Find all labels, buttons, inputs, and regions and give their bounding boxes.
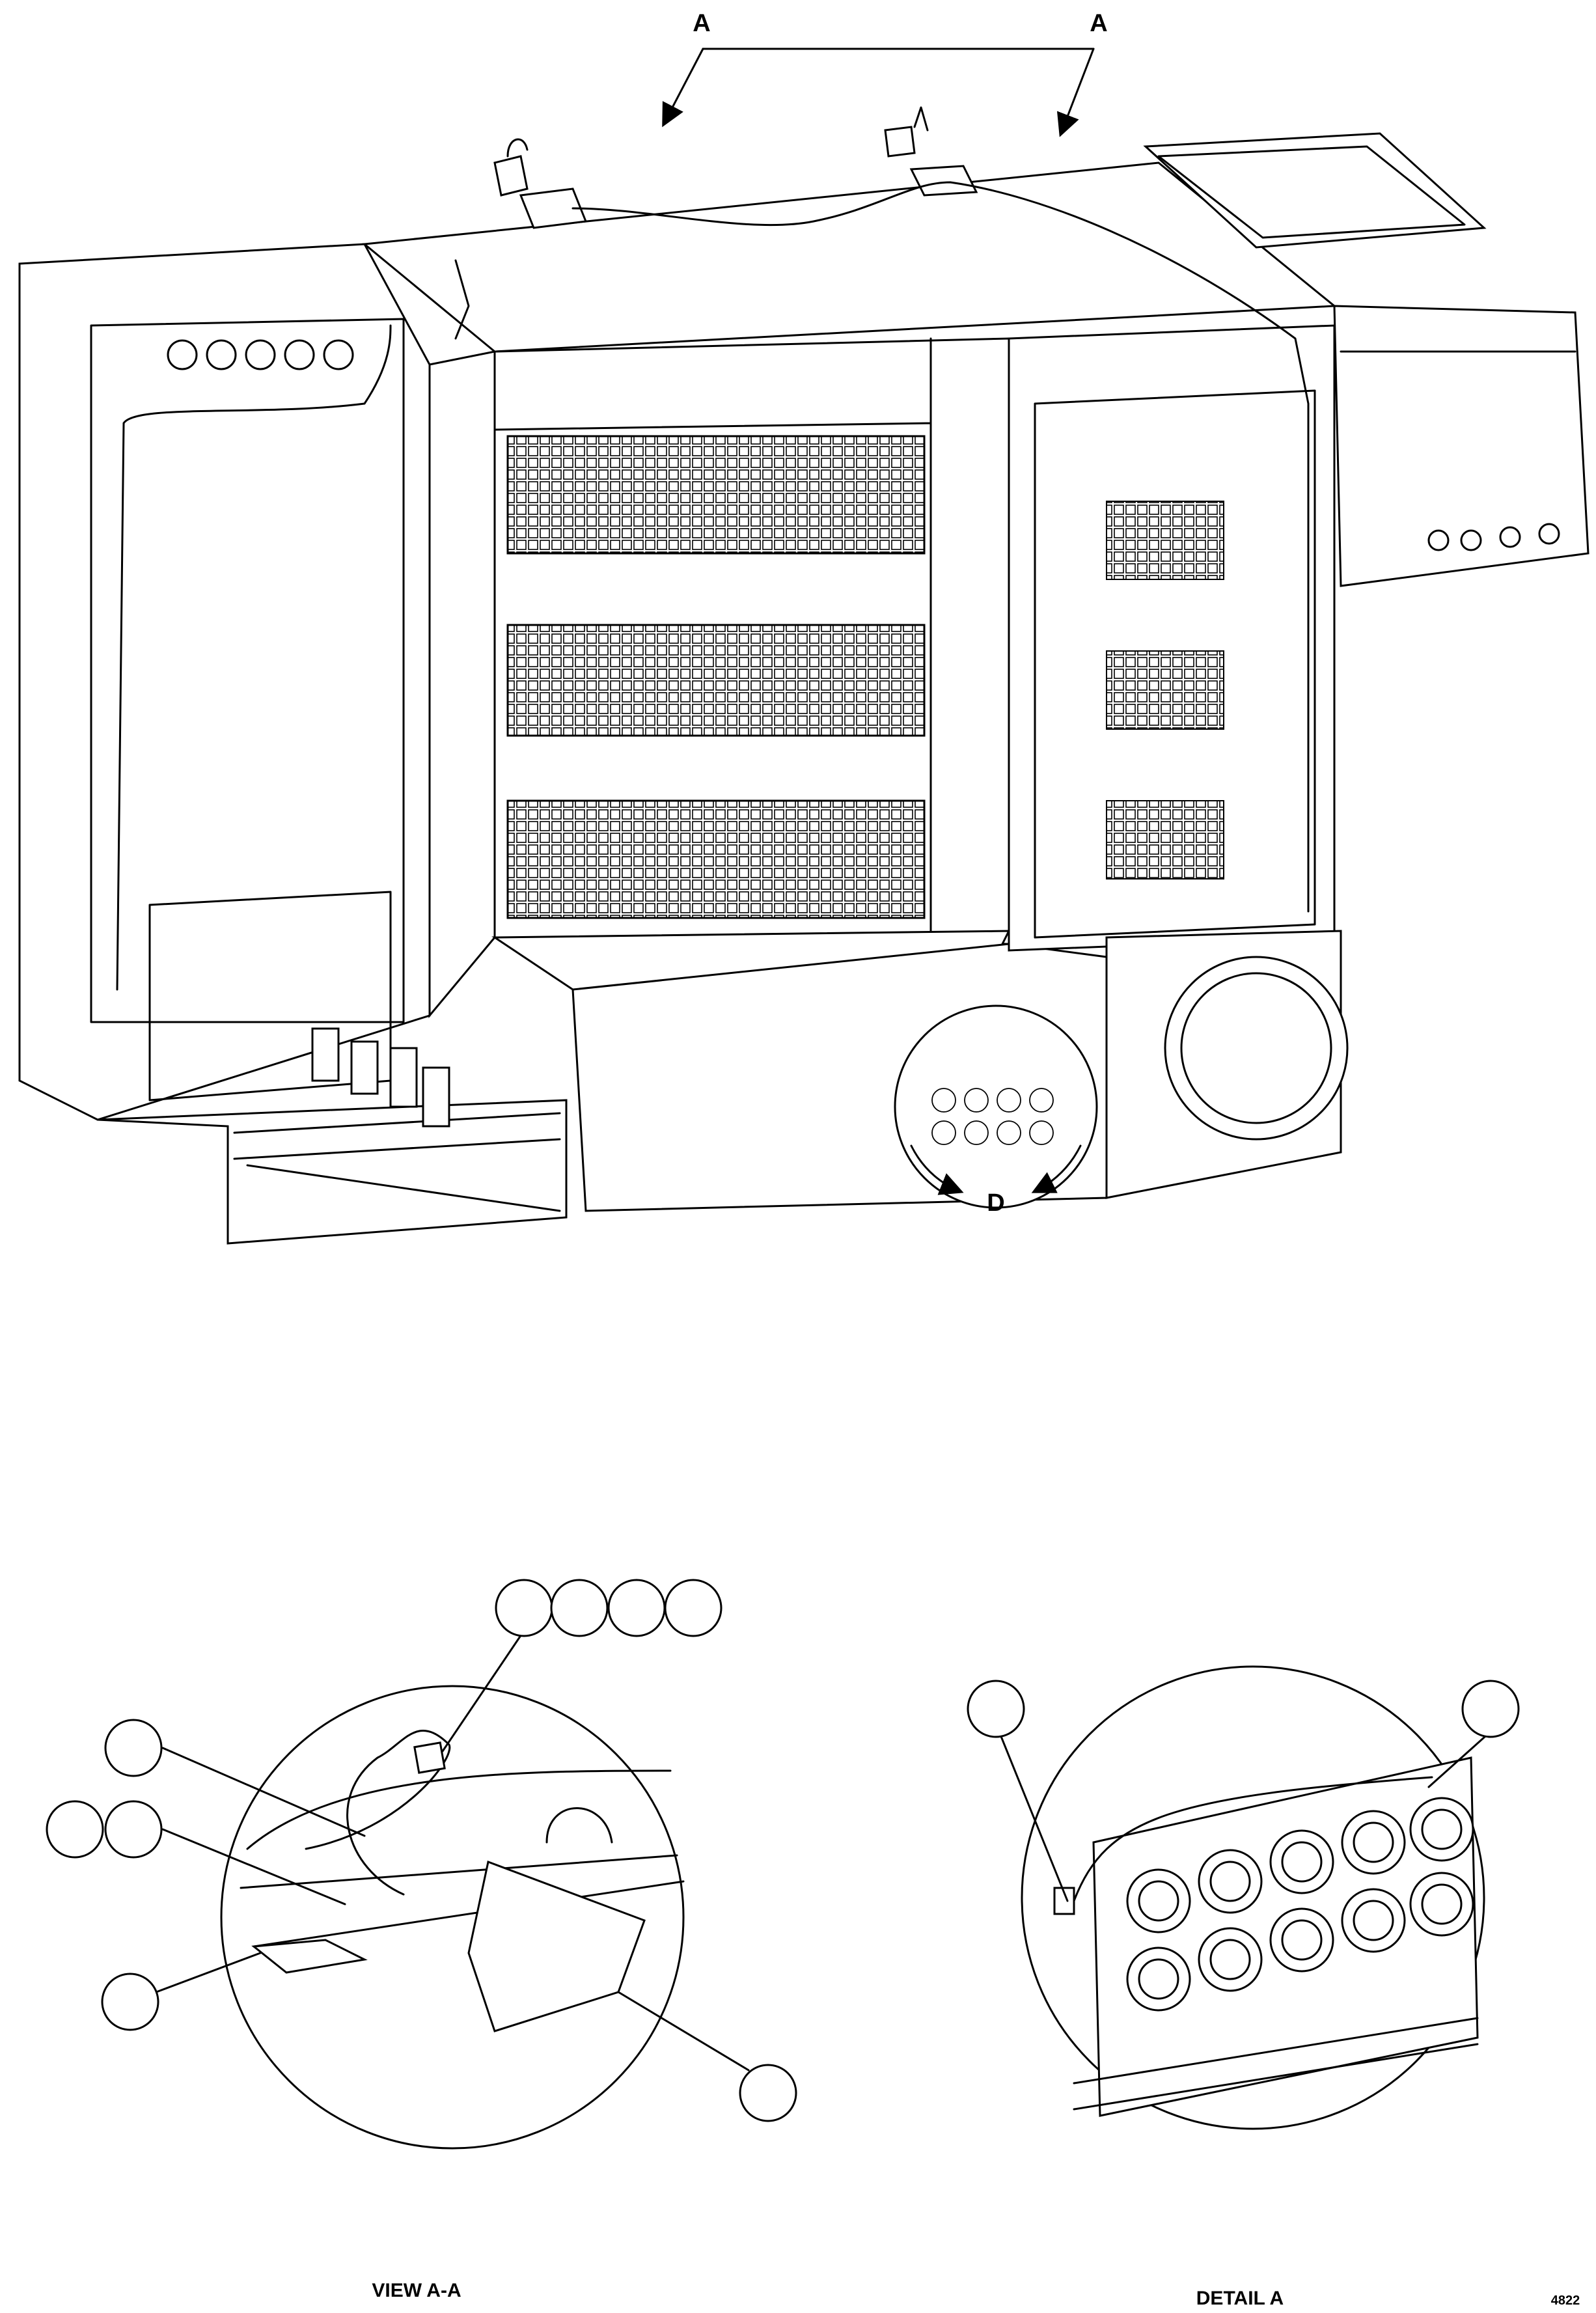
detail-d-label: D	[987, 1189, 1004, 1217]
detail-a	[967, 1665, 1520, 2130]
exhaust-duct	[1164, 956, 1349, 1141]
callout-bubble	[101, 1973, 159, 2031]
view-aa	[46, 1579, 797, 2150]
callout-bubble	[495, 1579, 553, 1637]
right-middle-grille	[1106, 650, 1224, 730]
connector-grid-small	[931, 1088, 1054, 1145]
left-cabinet	[18, 243, 431, 1121]
beacon-light-right	[884, 106, 978, 197]
callout-bubble	[104, 1800, 163, 1859]
section-arrow-right-label: A	[1090, 10, 1107, 37]
middle-louver	[506, 624, 926, 737]
fuse-block	[311, 1027, 450, 1128]
beacon-light-left	[493, 138, 588, 229]
lower-louver	[506, 799, 926, 919]
callout-bubble	[46, 1800, 104, 1859]
mounting-bracket	[251, 1939, 368, 1974]
callout-bubble	[739, 2064, 797, 2122]
roof-harness	[571, 181, 1310, 913]
callout-bubble	[664, 1579, 722, 1637]
detail-d-arrows	[910, 1144, 1082, 1195]
detail-d-boundary	[894, 1004, 1098, 1209]
gauge-panel	[167, 339, 354, 370]
section-arrow-left-label: A	[693, 10, 710, 37]
detail-a-title: DETAIL A	[1196, 2288, 1284, 2309]
left-access-tray	[97, 1099, 568, 1245]
generator-enclosure	[18, 106, 1589, 1245]
callout-bubble	[607, 1579, 666, 1637]
roof-access-cover	[1143, 132, 1487, 249]
callout-bubble	[1461, 1680, 1520, 1738]
right-upper-grille	[1106, 501, 1224, 580]
view-aa-title: VIEW A-A	[372, 2280, 461, 2301]
gland-connectors	[1126, 1797, 1474, 2012]
right-control-box	[1333, 305, 1589, 587]
upper-louver	[506, 435, 926, 555]
callout-bubble	[104, 1719, 163, 1777]
callout-bubble	[550, 1579, 609, 1637]
sheet-number: 4822	[1551, 2293, 1580, 2308]
beacon-lamp	[467, 1860, 646, 2032]
right-lower-grille	[1106, 800, 1224, 879]
callout-bubble	[967, 1680, 1025, 1738]
section-arrows-a	[662, 48, 1095, 137]
